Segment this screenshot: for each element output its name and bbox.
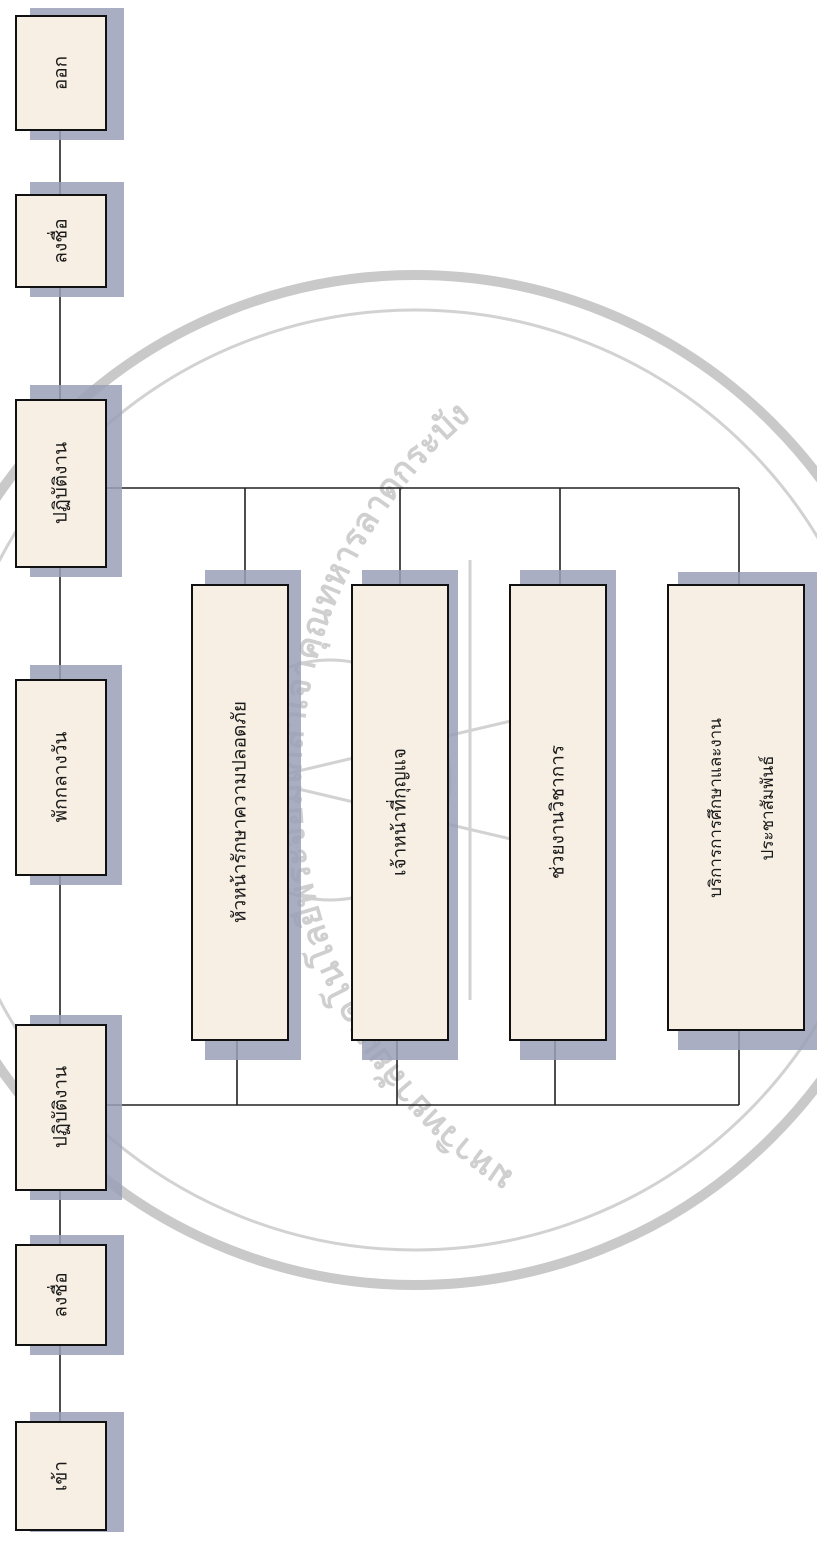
node-duty-key-officer: เจ้าหน้าที่กุญแจ [351,584,449,1041]
duty-1-label: หัวหน้ารักษาความปลอดภัย [229,701,251,923]
duty-3-label: ช่วยงานวิชาการ [547,745,569,879]
duty-4-label-line-1: บริการการศึกษาและงาน [706,718,726,898]
node-work-morning-label: ปฏิบัติงาน [50,1066,72,1148]
node-work-afternoon: ปฏิบัติงาน [15,399,107,568]
node-duty-academic-support: ช่วยงานวิชาการ [509,584,607,1041]
node-work-morning: ปฏิบัติงาน [15,1024,107,1191]
node-sign-out-label: ลงชื่อ [47,218,72,263]
node-sign-out: ลงชื่อ [15,194,107,288]
node-start-label: เข้า [50,1461,72,1491]
node-lunch-break-label: พักกลางวัน [50,732,72,823]
node-duty-education-pr: บริการการศึกษาและงาน ประชาสัมพันธ์ [667,584,805,1031]
node-sign-in-label: ลงชื่อ [47,1272,72,1317]
duty-4-label-line-2: ประชาสัมพันธ์ [758,756,778,861]
node-exit: ออก [15,15,107,131]
node-work-afternoon-label: ปฏิบัติงาน [50,442,72,524]
duty-2-label: เจ้าหน้าที่กุญแจ [386,748,412,876]
node-lunch-break: พักกลางวัน [15,679,107,876]
node-exit-label: ออก [50,56,72,90]
node-sign-in: ลงชื่อ [15,1244,107,1346]
node-start: เข้า [15,1421,107,1531]
node-duty-security-head: หัวหน้ารักษาความปลอดภัย [191,584,289,1041]
